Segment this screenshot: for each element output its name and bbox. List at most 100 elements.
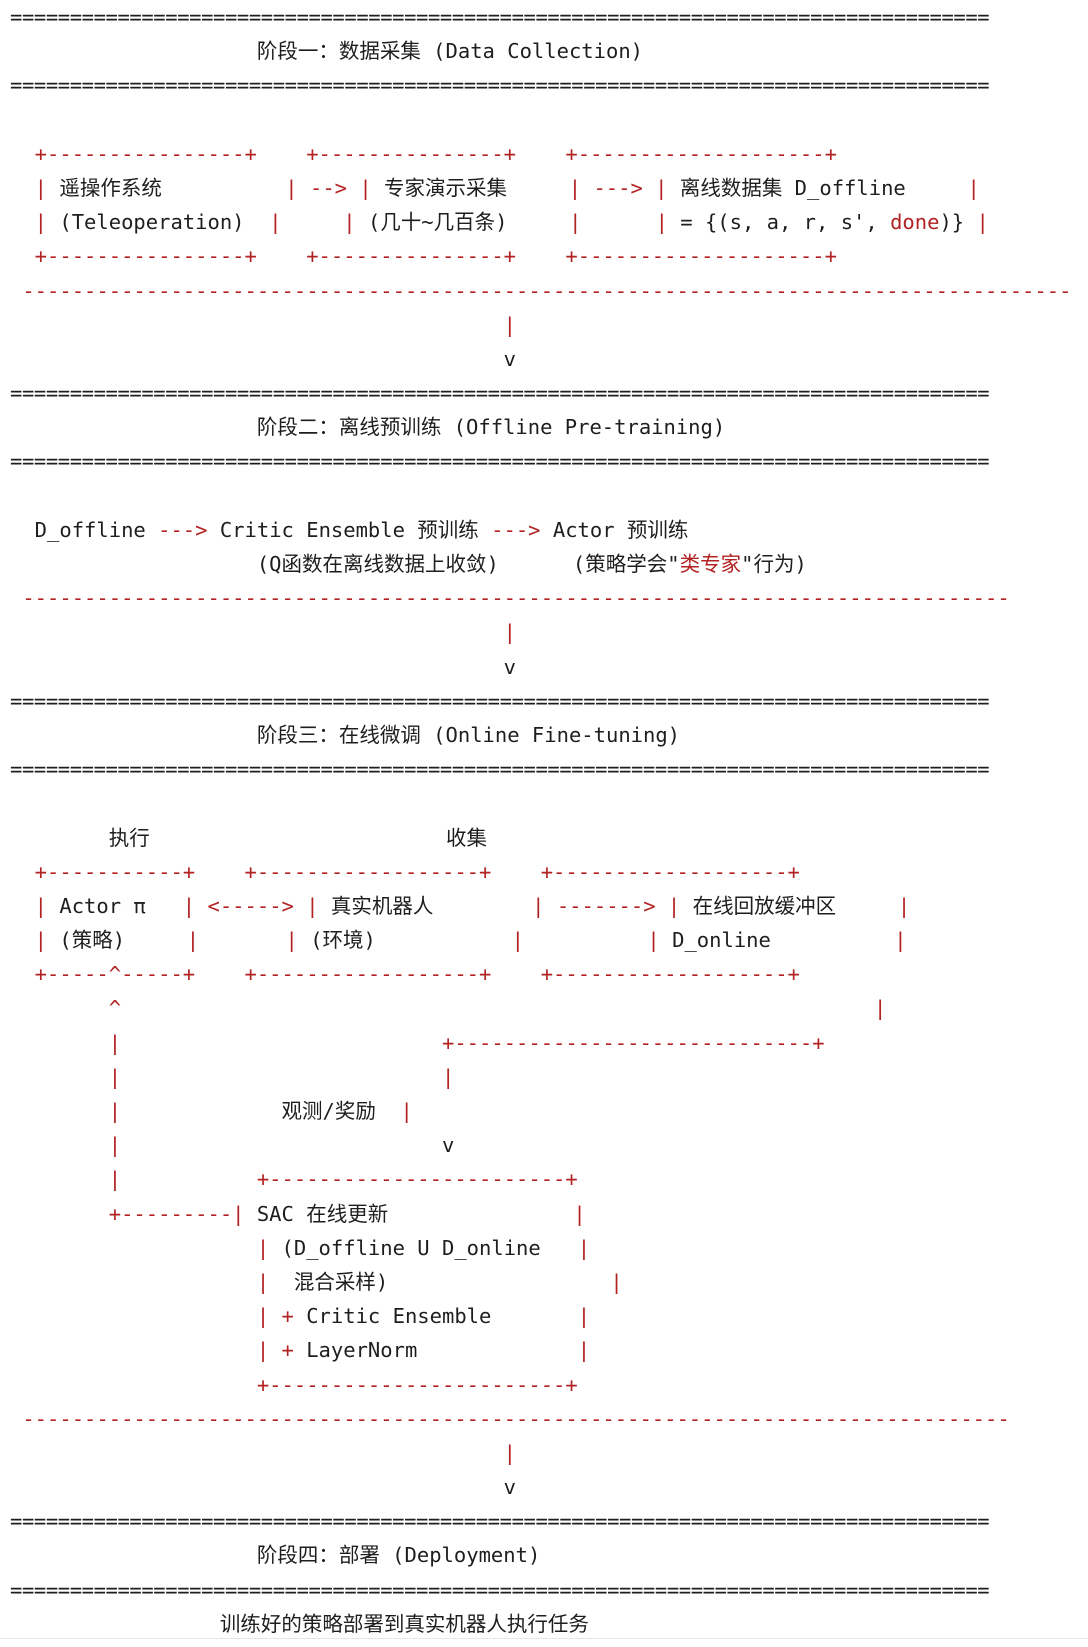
diagram-line: 执行 收集 — [10, 821, 1071, 855]
diagram-text-segment: ========================================… — [10, 73, 990, 98]
diagram-line: | v — [10, 1128, 1071, 1162]
diagram-line: v — [10, 650, 1071, 684]
diagram-text-segment: | — [10, 175, 60, 200]
diagram-text-segment: 离线数据集 D_offline — [679, 175, 906, 200]
diagram-line: | Actor π | <-----> | 真实机器人 | -------> |… — [10, 889, 1071, 923]
diagram-text-segment: | — [417, 1338, 591, 1363]
diagram-text-segment: | — [388, 1269, 623, 1294]
diagram-line: | (D_offline U D_online | — [10, 1231, 1071, 1265]
diagram-text-segment: v — [441, 1133, 455, 1158]
diagram-text-segment: ========================================… — [10, 381, 990, 406]
diagram-text-segment: | — [388, 1201, 586, 1226]
diagram-line: | 遥操作系统 | --> | 专家演示采集 | ---> | 离线数据集 D_… — [10, 171, 1071, 205]
diagram-line: ^ | — [10, 991, 1071, 1025]
diagram-line: ========================================… — [10, 444, 1071, 478]
diagram-text-segment: D_offline — [10, 517, 159, 542]
diagram-text-segment: ----------------------------------------… — [10, 1406, 1010, 1431]
diagram-line: | (策略) | | (环境) | | D_online | — [10, 923, 1071, 957]
diagram-line: | +-----------------------------+ — [10, 1026, 1071, 1060]
diagram-line: | — [10, 308, 1071, 342]
diagram-line: | (Teleoperation) | | (几十~几百条) | | = {(s… — [10, 205, 1071, 239]
diagram-line: | — [10, 1436, 1071, 1470]
diagram-line: +---------| SAC 在线更新 | — [10, 1197, 1071, 1231]
diagram-text-segment: LayerNorm — [306, 1338, 418, 1363]
diagram-text-segment: 训练好的策略部署到真实机器人执行任务 — [10, 1611, 589, 1636]
diagram-text-segment: | | — [375, 928, 673, 953]
diagram-text-segment: | | — [10, 1064, 455, 1089]
diagram-text-segment: | — [836, 893, 911, 918]
diagram-text-segment: | — [10, 312, 517, 337]
diagram-text-segment: | <-----> | — [145, 893, 331, 918]
diagram-text-segment: | | — [507, 210, 681, 235]
diagram-text-segment: | — [770, 928, 907, 953]
diagram-text-segment: v — [10, 1475, 517, 1500]
diagram-text-segment: ^ | — [10, 996, 887, 1021]
diagram-text-segment: ========================================… — [10, 449, 990, 474]
diagram-text-segment: 在线回放缓冲区 — [692, 893, 837, 918]
diagram-text-segment: | — [10, 1133, 442, 1158]
diagram-line: | — [10, 615, 1071, 649]
diagram-text-segment: | +------------------------+ — [10, 1167, 578, 1192]
bottom-divider — [0, 1638, 1088, 1639]
diagram-text-segment: Critic Ensemble — [306, 1304, 492, 1329]
diagram-text-segment: v — [10, 654, 517, 679]
diagram-text-segment: "行为) — [741, 552, 807, 576]
diagram-line: v — [10, 1470, 1071, 1504]
diagram-line: ========================================… — [10, 68, 1071, 102]
diagram-line: ========================================… — [10, 684, 1071, 718]
diagram-line: ========================================… — [10, 1504, 1071, 1538]
diagram-text-segment: (Teleoperation) — [59, 210, 245, 235]
diagram-text-segment: done — [890, 210, 940, 235]
diagram-text-segment: | — [964, 210, 989, 235]
diagram-text-segment: 遥操作系统 — [59, 175, 162, 200]
diagram-text-segment: 阶段二：离线预训练 (Offline Pre-training) — [10, 415, 726, 440]
diagram-text-segment: = {(s, a, r, s', — [680, 210, 891, 235]
diagram-text-segment: + — [281, 1338, 307, 1363]
diagram-line: ========================================… — [10, 1573, 1071, 1607]
diagram-text-segment: ========================================… — [10, 688, 990, 713]
diagram-line: +-----------+ +------------------+ +----… — [10, 855, 1071, 889]
diagram-text-segment: | — [10, 210, 60, 235]
diagram-line: ========================================… — [10, 752, 1071, 786]
diagram-text-segment: | --> | — [161, 175, 385, 200]
diagram-text-segment: | +-----------------------------+ — [10, 1030, 825, 1055]
diagram-text-segment: 阶段一：数据采集 (Data Collection) — [10, 39, 643, 64]
diagram-line: 训练好的策略部署到真实机器人执行任务 — [10, 1607, 1071, 1641]
diagram-text-segment: D_online — [672, 928, 771, 953]
diagram-text-segment: ---> — [158, 517, 208, 542]
diagram-text-segment: 执行 收集 — [10, 825, 487, 850]
diagram-text-segment: Critic Ensemble 预训练 — [207, 517, 492, 542]
diagram-line: | | — [10, 1060, 1071, 1094]
diagram-text-segment: | — [10, 1304, 282, 1329]
diagram-text-segment: | | — [244, 210, 368, 235]
diagram-text-segment: | — [540, 1235, 591, 1260]
diagram-line: 阶段四：部署 (Deployment) — [10, 1538, 1071, 1572]
diagram-text-segment: ---> — [491, 517, 541, 542]
diagram-text-segment: | — [10, 1269, 294, 1294]
diagram-text-segment: Actor 预训练 — [540, 517, 689, 542]
diagram-line: +------------------------+ — [10, 1368, 1071, 1402]
diagram-line — [10, 479, 1071, 513]
diagram-text-segment: ========================================… — [10, 5, 990, 29]
diagram-text-segment: 混合采样) — [293, 1269, 389, 1294]
diagram-line: D_offline ---> Critic Ensemble 预训练 ---> … — [10, 513, 1071, 547]
diagram-text-segment: 类专家 — [679, 552, 742, 576]
diagram-text-segment: 真实机器人 — [330, 893, 434, 918]
diagram-text-segment: ========================================… — [10, 1577, 990, 1602]
diagram-text-segment: | — [10, 1440, 517, 1465]
diagram-text-segment: 专家演示采集 — [384, 175, 508, 200]
diagram-text-segment: | — [10, 893, 60, 918]
diagram-text-segment: (Q函数在离线数据上收敛) (策略学会" — [10, 552, 680, 576]
diagram-line: (Q函数在离线数据上收敛) (策略学会"类专家"行为) — [10, 547, 1071, 581]
diagram-text-segment: | — [491, 1304, 591, 1329]
diagram-line: ========================================… — [10, 376, 1071, 410]
diagram-text-segment: | | — [125, 928, 311, 953]
diagram-text-segment: )} — [939, 210, 965, 235]
diagram-text-segment: ----------------------------------------… — [10, 586, 1010, 611]
diagram-text-segment: ========================================… — [10, 757, 990, 782]
diagram-text-segment: +-----------+ +------------------+ +----… — [10, 859, 800, 884]
diagram-line: +----------------+ +---------------+ +--… — [10, 239, 1071, 273]
diagram-line: ----------------------------------------… — [10, 581, 1071, 615]
diagram-line: +----------------+ +---------------+ +--… — [10, 137, 1071, 171]
diagram-line — [10, 786, 1071, 820]
